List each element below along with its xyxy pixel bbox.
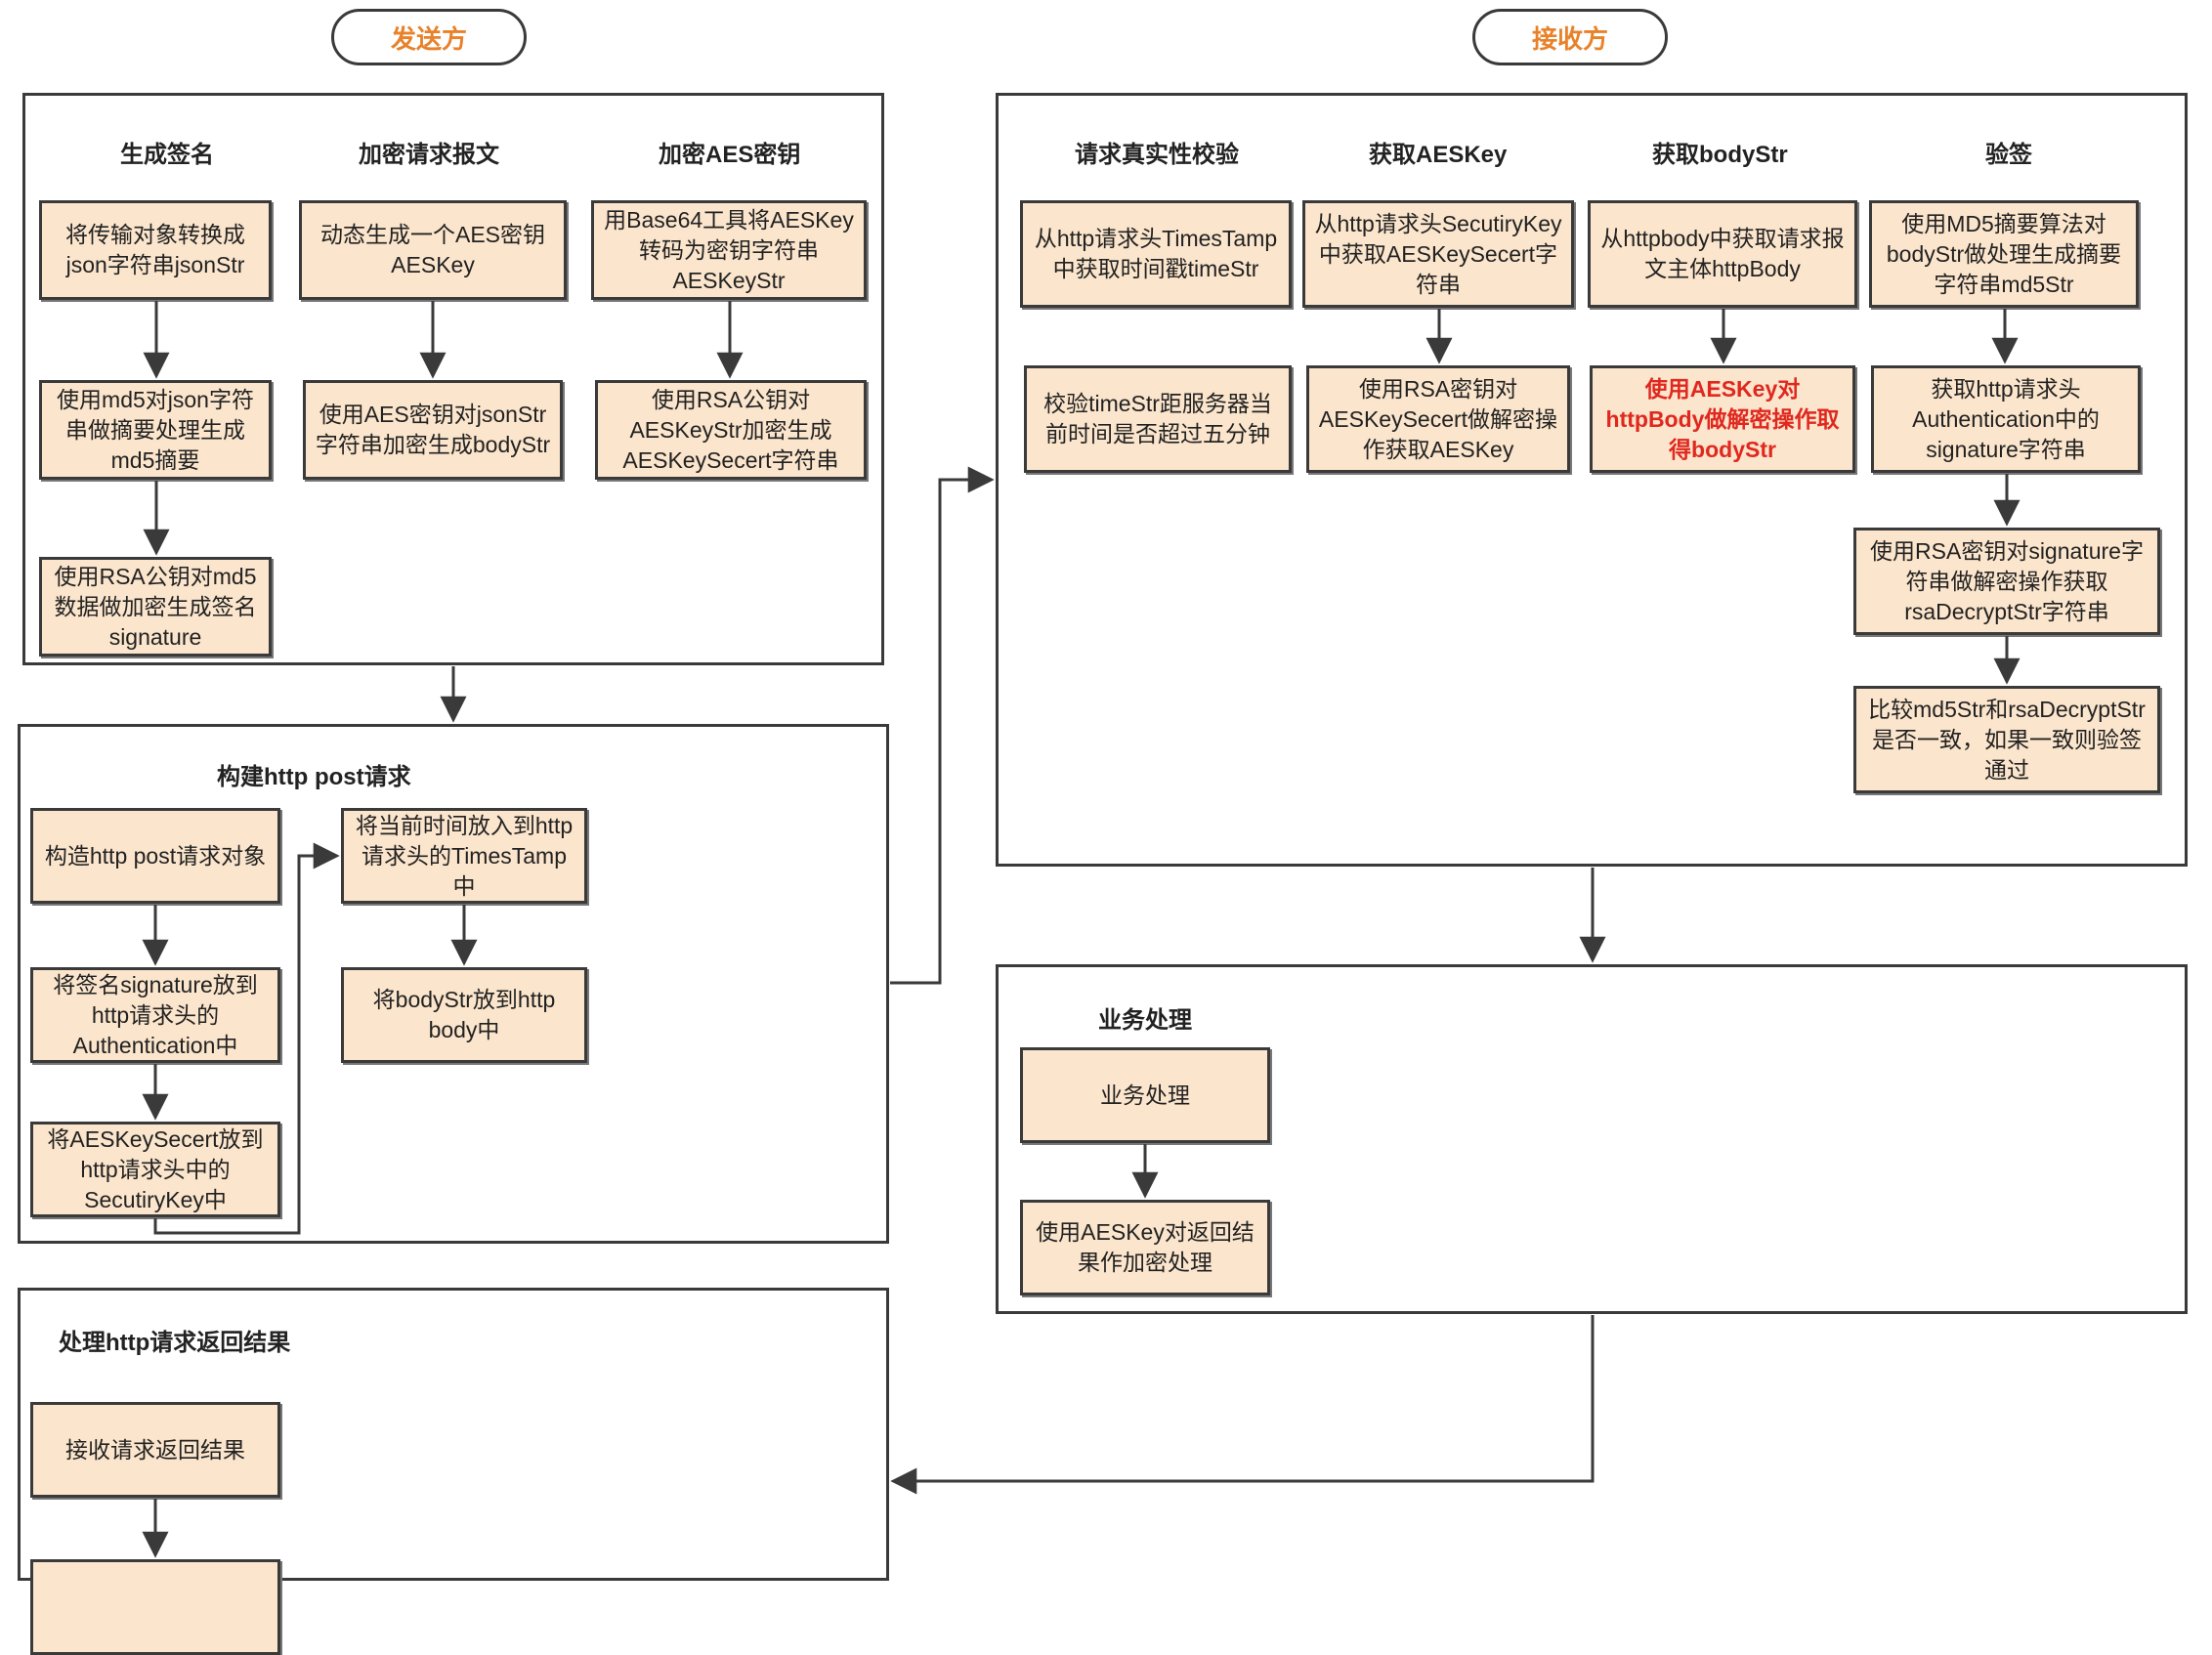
section-title-build-request: 构建http post请求 [217,764,411,790]
step-set-secutirykey: 将AESKeySecert放到http请求头中的SecutiryKey中 [30,1122,280,1217]
receiver-title: 接收方 [1472,9,1668,65]
section-title-sign: 生成签名 [120,142,214,168]
flow-diagram: 发送方 接收方 生成签名 加密请求报文 加密AES密钥 构建http post请… [18,9,2188,1655]
step-aes-decrypt-body: 使用AESKey对httpBody做解密操作取得bodyStr [1590,365,1855,473]
step-md5-bodystr: 使用MD5摘要算法对bodyStr做处理生成摘要字符串md5Str [1869,200,2139,308]
step-response-next [30,1559,280,1655]
section-title-encrypt-body: 加密请求报文 [359,142,499,168]
step-get-timestamp: 从http请求头TimesTamp中获取时间戳timeStr [1020,200,1292,308]
section-title-verify-time: 请求真实性校验 [1075,142,1239,168]
step-rsa-encrypt-key: 使用RSA公钥对AESKeyStr加密生成AESKeySecert字符串 [595,380,867,480]
step-get-httpbody: 从httpbody中获取请求报文主体httpBody [1588,200,1857,308]
step-rsa-sign: 使用RSA公钥对md5数据做加密生成签名signature [39,557,272,657]
sender-title: 发送方 [331,9,527,65]
step-encrypt-response: 使用AESKey对返回结果作加密处理 [1020,1200,1270,1295]
arrow-receiver-to-sender [890,1315,1595,1495]
step-receive-response: 接收请求返回结果 [30,1402,280,1498]
step-build-post: 构造http post请求对象 [30,808,280,904]
step-rsa-decrypt-signature: 使用RSA密钥对signature字符串做解密操作获取rsaDecryptStr… [1853,528,2160,635]
step-get-secutirykey: 从http请求头SecutiryKey中获取AESKeySecert字符串 [1302,200,1574,308]
section-title-handle-response: 处理http请求返回结果 [59,1330,291,1356]
step-business: 业务处理 [1020,1047,1270,1143]
step-gen-aes-key: 动态生成一个AES密钥AESKey [299,200,567,300]
section-title-business: 业务处理 [1098,1007,1192,1034]
step-check-time: 校验timeStr距服务器当前时间是否超过五分钟 [1024,365,1292,473]
section-title-verify-sign: 验签 [1985,142,2032,168]
step-md5-digest: 使用md5对json字符串做摘要处理生成md5摘要 [39,380,272,480]
section-title-encrypt-key: 加密AES密钥 [659,142,801,168]
step-to-json: 将传输对象转换成json字符串jsonStr [39,200,272,300]
step-base64-key: 用Base64工具将AESKey转码为密钥字符串AESKeyStr [591,200,867,300]
step-get-signature: 获取http请求头Authentication中的signature字符串 [1871,365,2141,473]
step-set-body: 将bodyStr放到http body中 [341,967,587,1063]
step-compare-md5: 比较md5Str和rsaDecryptStr是否一致，如果一致则验签通过 [1853,686,2160,793]
step-set-timestamp: 将当前时间放入到http请求头的TimesTamp中 [341,808,587,904]
section-title-get-body: 获取bodyStr [1652,142,1788,168]
arrow-sender-to-receiver [890,466,995,985]
step-set-authentication: 将签名signature放到http请求头的Authentication中 [30,967,280,1063]
step-rsa-decrypt-key: 使用RSA密钥对AESKeySecert做解密操作获取AESKey [1306,365,1570,473]
section-title-get-key: 获取AESKey [1369,142,1508,168]
step-aes-encrypt-body: 使用AES密钥对jsonStr字符串加密生成bodyStr [303,380,563,480]
